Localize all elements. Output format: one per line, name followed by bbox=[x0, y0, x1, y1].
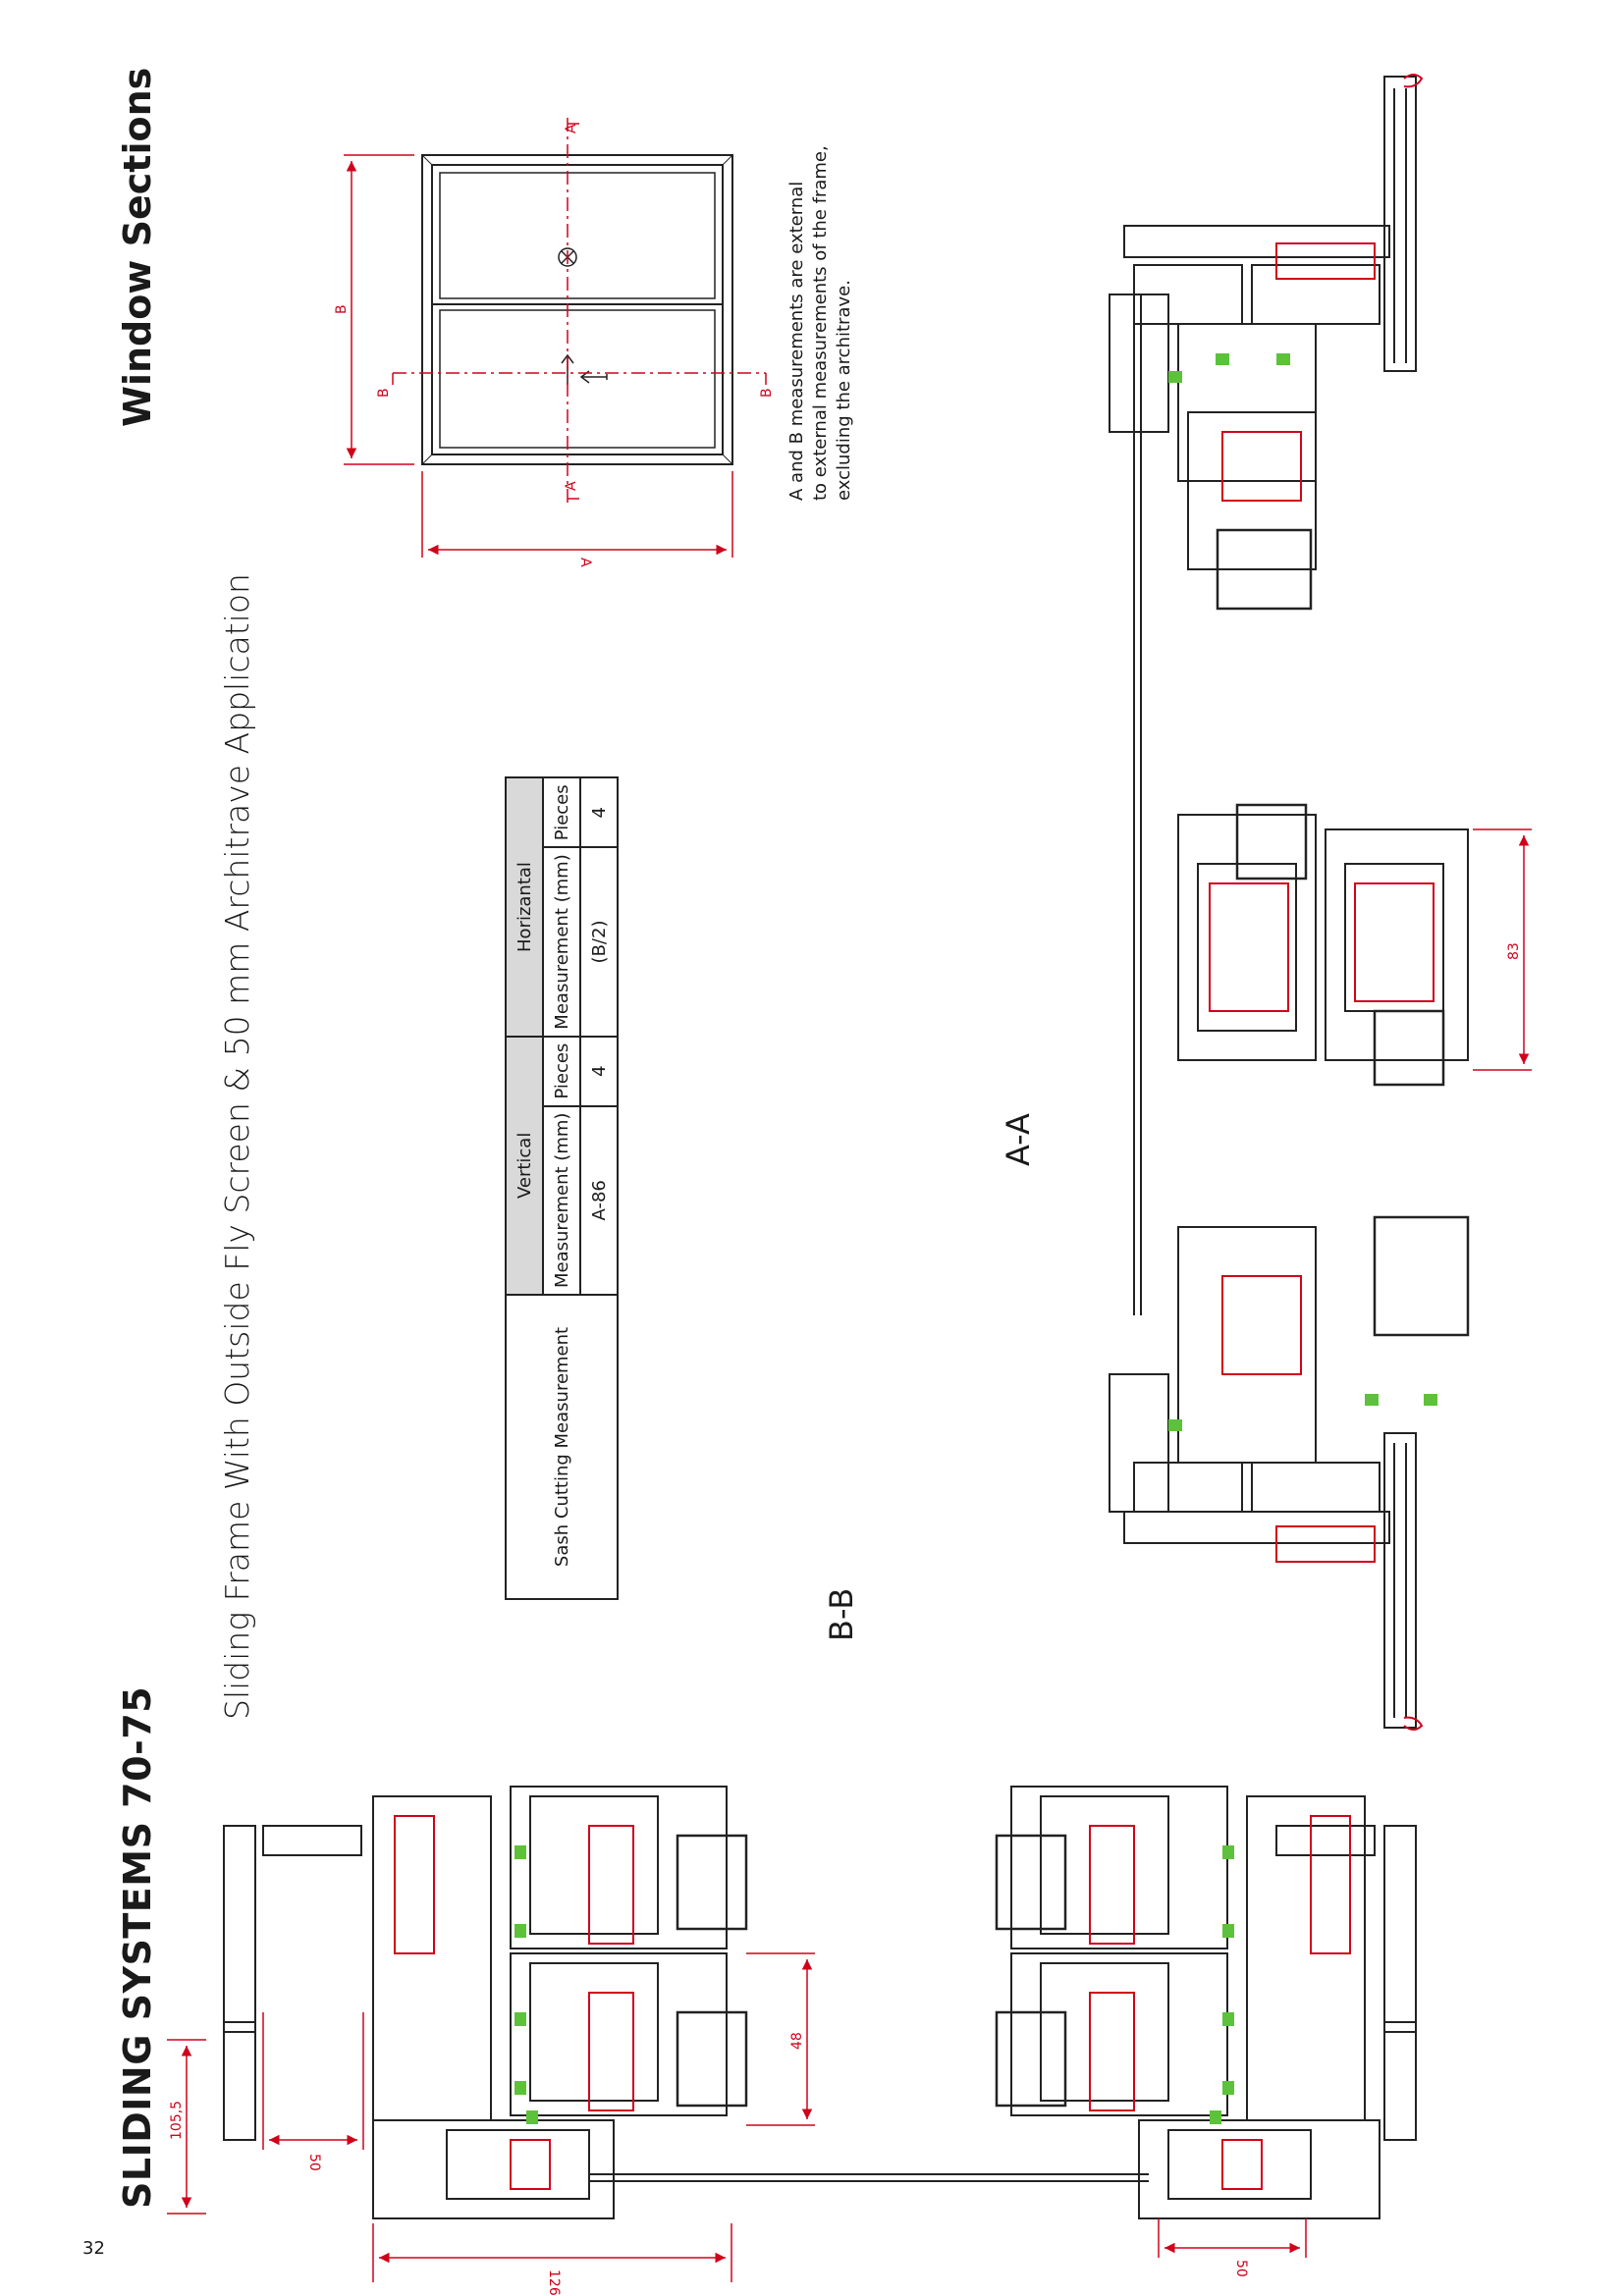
marker-b-right: B bbox=[759, 388, 775, 398]
dimension-b-label: B bbox=[334, 304, 350, 314]
section-aa bbox=[1109, 76, 1470, 1729]
dimension-83: 83 bbox=[1506, 942, 1522, 960]
dimension-126: 126 bbox=[546, 2269, 562, 2296]
handle-symbol-icon bbox=[558, 247, 577, 267]
page-number: 32 bbox=[82, 2238, 105, 2259]
window-elevation bbox=[421, 154, 733, 465]
dimension-105-5: 105,5 bbox=[169, 2101, 185, 2140]
dimension-48: 48 bbox=[789, 2032, 805, 2050]
marker-a-top: A bbox=[564, 124, 579, 133]
section-bb bbox=[223, 1786, 1417, 2219]
dimension-50-bottom: 50 bbox=[1233, 2260, 1249, 2277]
marker-b-left: B bbox=[376, 388, 392, 398]
dimension-50-top: 50 bbox=[306, 2154, 322, 2171]
dimension-a-label: A bbox=[577, 558, 593, 567]
marker-a-bottom: A bbox=[564, 481, 579, 491]
